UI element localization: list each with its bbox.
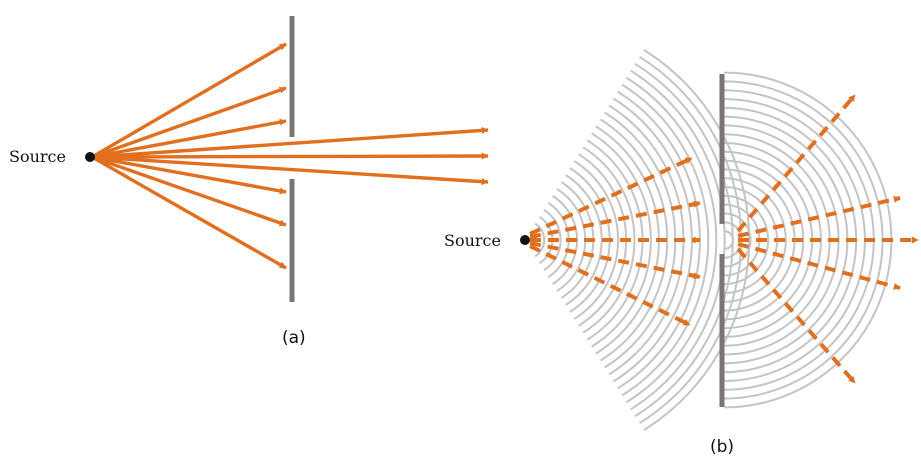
source-label-a: Source — [9, 147, 66, 166]
panel-b-caption: (b) — [710, 437, 734, 457]
source-label-b: Source — [444, 231, 501, 250]
source-dot-b — [520, 235, 530, 245]
panel-b: Source (b) — [444, 50, 918, 457]
ray-b-9 — [738, 244, 900, 288]
panel-a: Source (a) — [9, 16, 488, 348]
ray-a-5 — [92, 156, 488, 157]
panel-a-caption: (a) — [282, 328, 306, 348]
source-dot-a — [85, 152, 95, 162]
